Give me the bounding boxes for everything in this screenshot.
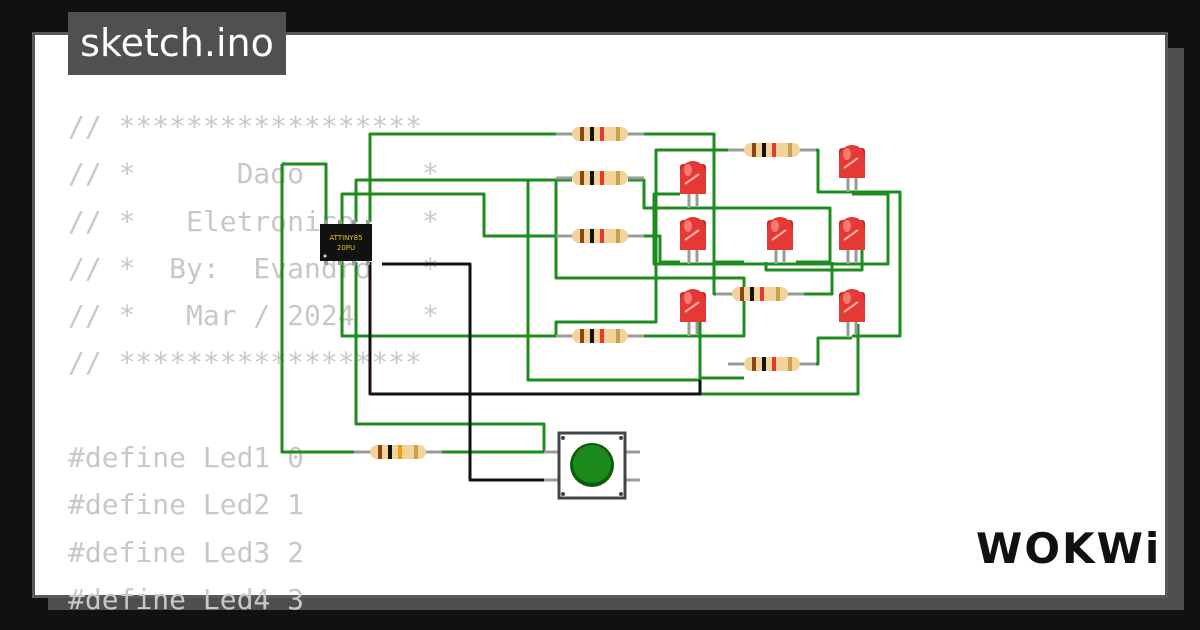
- resistor[interactable]: [728, 143, 816, 157]
- resistor[interactable]: [716, 287, 804, 301]
- led-red[interactable]: [839, 289, 865, 336]
- code-line: #define Led4 3: [68, 582, 305, 616]
- project-card[interactable]: // ******************// * Dado *// * Ele…: [32, 32, 1168, 616]
- led-red[interactable]: [839, 145, 865, 192]
- led-red[interactable]: [839, 217, 865, 264]
- code-line: #define Led1 0: [68, 441, 305, 475]
- resistor[interactable]: [728, 357, 816, 371]
- wokwi-logo[interactable]: WOKWi: [976, 524, 1162, 573]
- resistor[interactable]: [556, 127, 644, 141]
- code-line: #define Led3 2: [68, 535, 305, 569]
- file-tab[interactable]: sketch.ino: [68, 12, 286, 75]
- attiny85-chip[interactable]: ATTINY85 20PU: [320, 220, 372, 265]
- led-red[interactable]: [680, 289, 706, 336]
- code-line: // * By: Evandro *: [68, 251, 439, 285]
- code-background: // ******************// * Dado *// * Ele…: [68, 103, 439, 623]
- wires: [280, 132, 902, 454]
- resistor[interactable]: [354, 445, 442, 459]
- led-red[interactable]: [767, 217, 793, 264]
- led-red[interactable]: [680, 217, 706, 264]
- led-red[interactable]: [680, 161, 706, 208]
- resistor[interactable]: [556, 329, 644, 343]
- resistor[interactable]: [556, 229, 644, 243]
- ground-wires: [368, 262, 702, 482]
- chip-label-model: ATTINY85: [329, 234, 362, 242]
- resistor[interactable]: [556, 171, 644, 185]
- chip-label-speed: 20PU: [337, 244, 355, 252]
- push-button[interactable]: [544, 431, 640, 500]
- code-line: #define Led2 1: [68, 488, 305, 522]
